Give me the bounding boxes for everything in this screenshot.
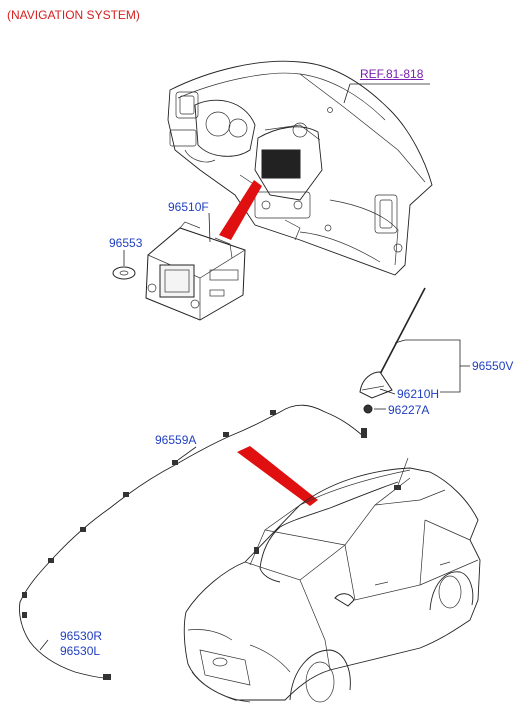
bracket-96550V	[405, 339, 461, 393]
callout-96210H: 96210H	[397, 387, 440, 401]
callout-96559A: 96559A	[155, 433, 197, 447]
head-unit-drawing	[145, 221, 246, 321]
callout-96510F: 96510F	[168, 200, 209, 214]
car-drawing	[183, 457, 481, 703]
antenna-cable-drawing	[19, 404, 363, 679]
washer-drawing	[112, 266, 136, 280]
callout-96553: 96553	[109, 236, 143, 250]
antenna-nut-drawing	[363, 404, 373, 414]
callout-96550V: 96550V	[472, 359, 514, 373]
ref-link[interactable]: REF.81-818	[360, 67, 424, 81]
leader-96530	[39, 639, 49, 651]
callout-96530R: 96530R	[60, 629, 103, 643]
callout-96227A: 96227A	[388, 403, 430, 417]
cable-clips	[22, 410, 367, 680]
red-arrow-headunit	[219, 180, 262, 240]
ref-leader	[343, 83, 351, 104]
callout-96530L: 96530L	[60, 644, 101, 658]
leader-96559A	[177, 446, 197, 461]
diagram-title: (NAVIGATION SYSTEM)	[7, 8, 140, 22]
antenna-drawing	[359, 287, 426, 399]
leader-96510F	[208, 212, 211, 243]
red-arrow-cable	[237, 446, 318, 506]
dashboard-drawing	[167, 60, 433, 276]
